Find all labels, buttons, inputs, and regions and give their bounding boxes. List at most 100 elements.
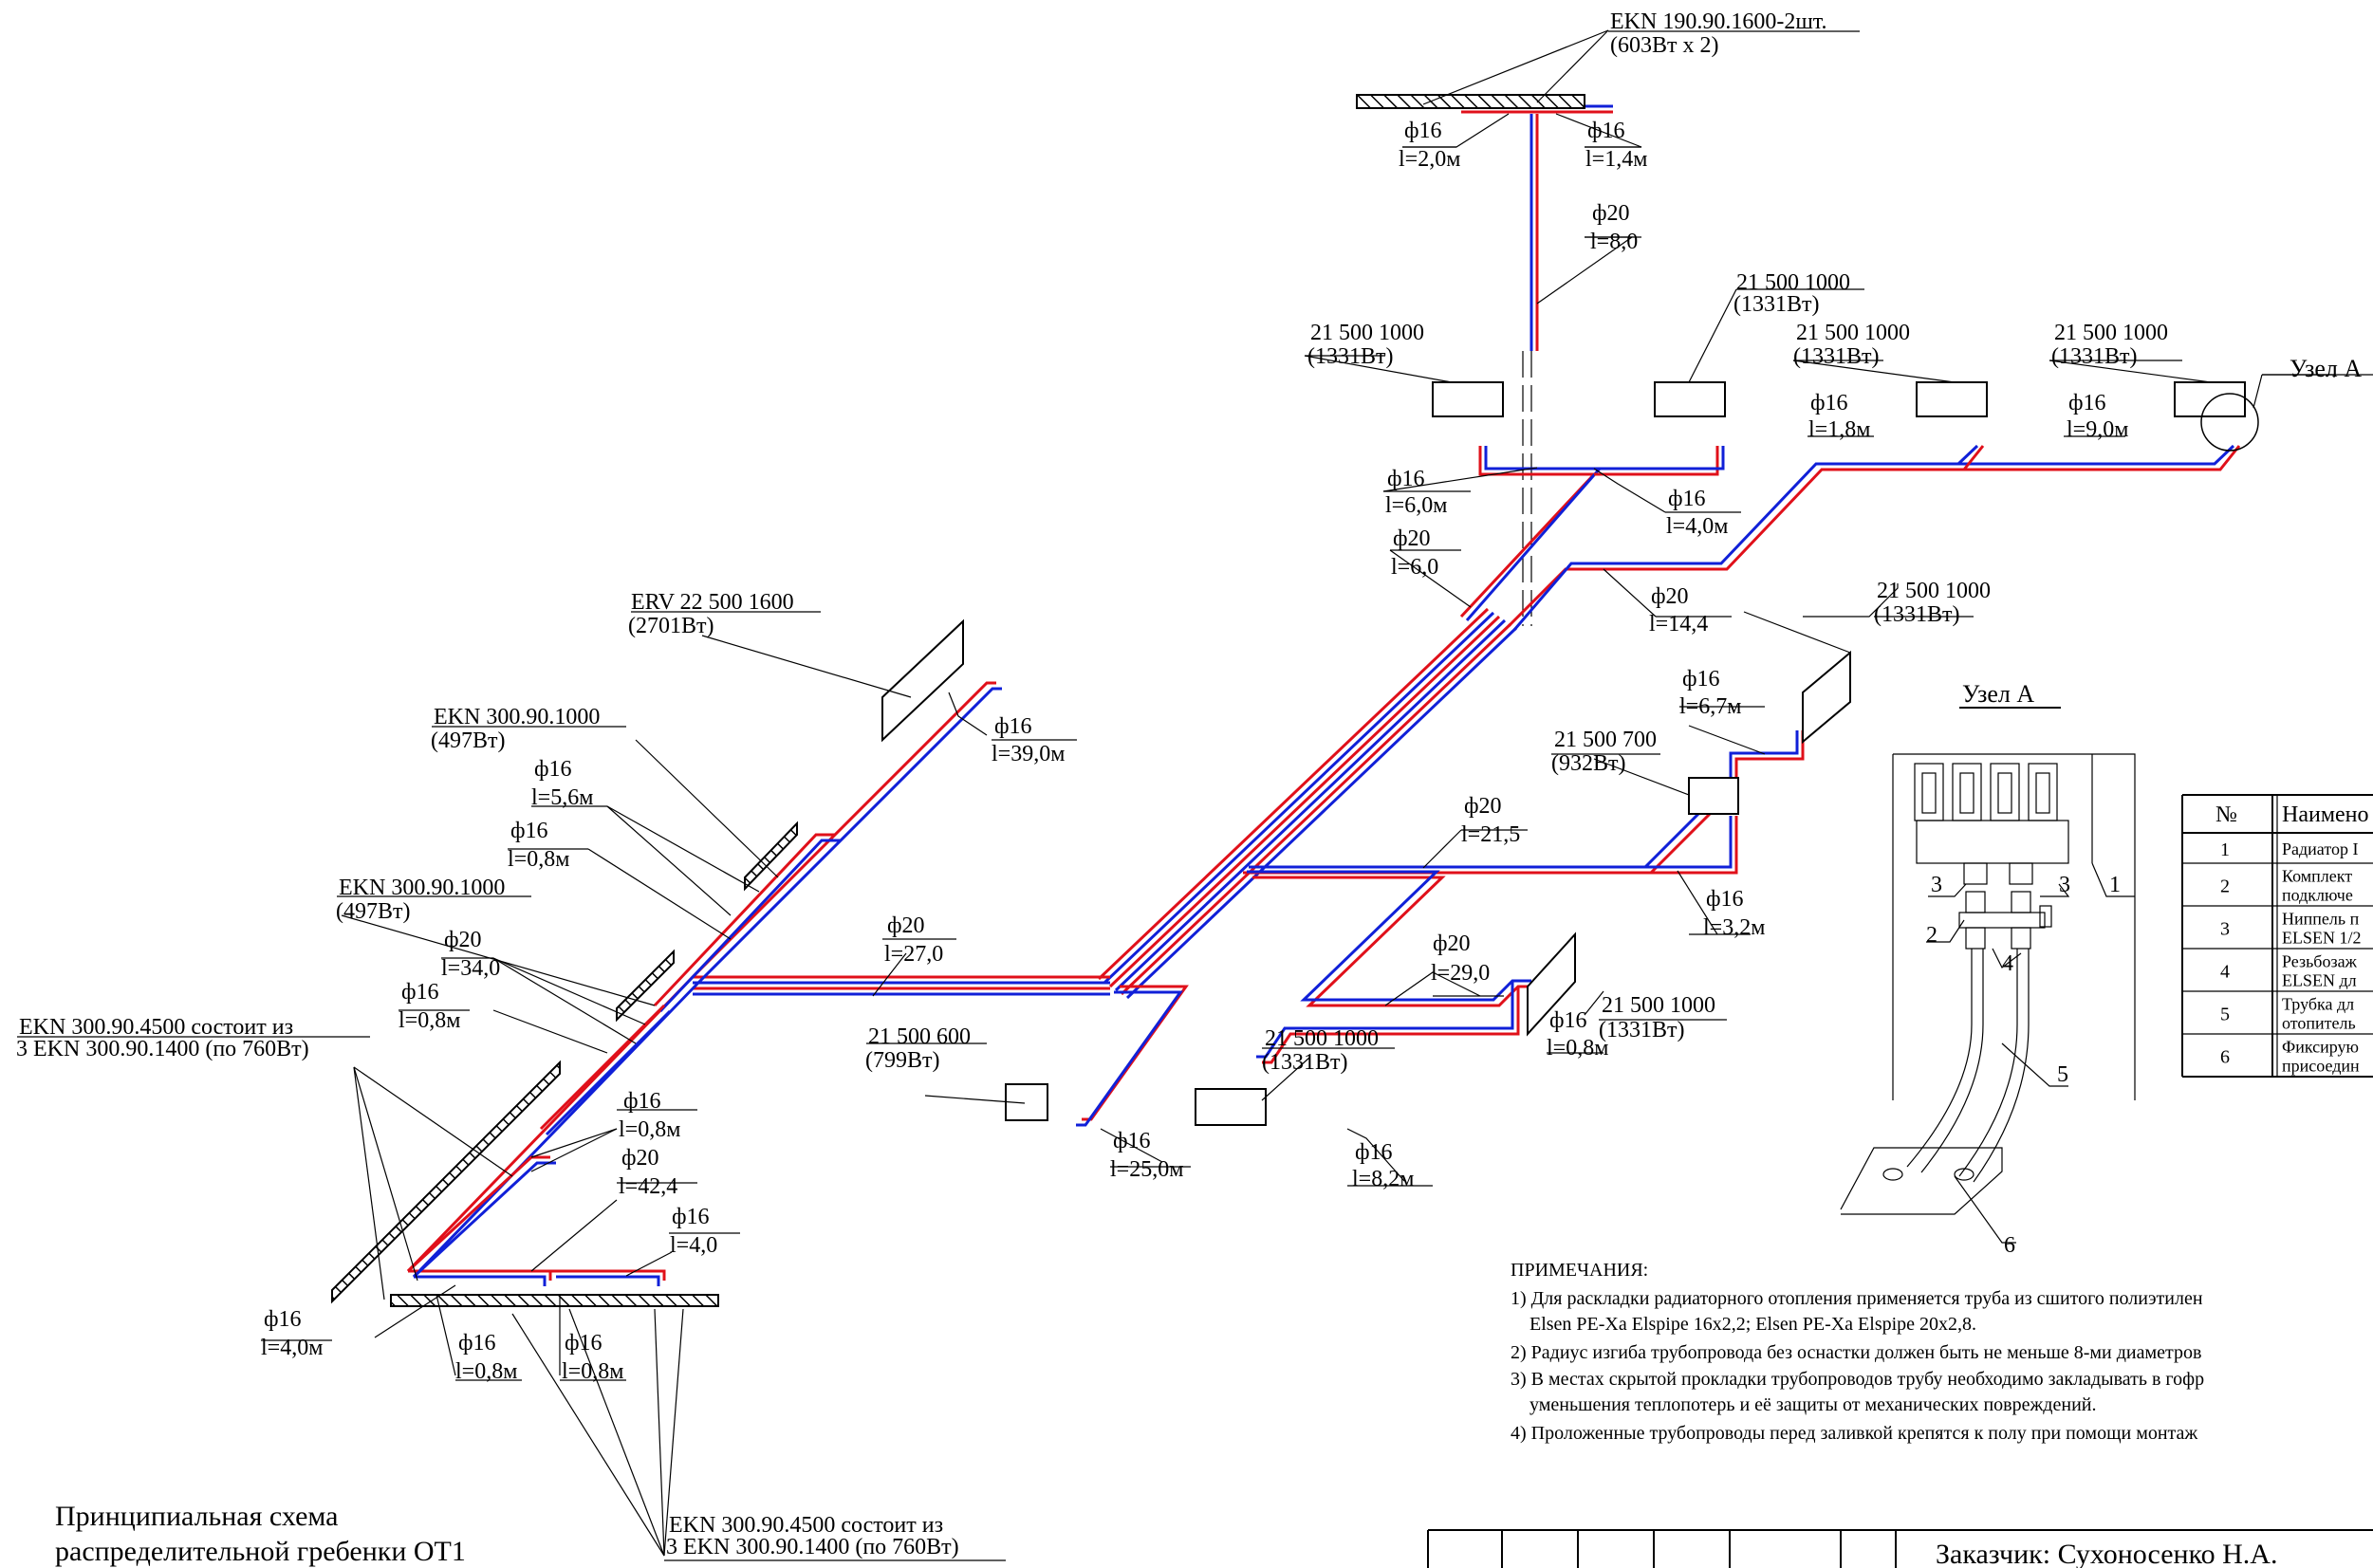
- pipe-label-d: ф20: [1393, 526, 1431, 551]
- note-1-cont: Elsen PE-Xa Elspipe 16x2,2; Elsen PE-Xa …: [1529, 1314, 1976, 1335]
- radiators: [331, 94, 2259, 1307]
- pipe-label-d: ф20: [1433, 932, 1471, 956]
- pipe-label-d: ф20: [1592, 201, 1630, 226]
- pipe-label-l: l=27,0: [884, 942, 943, 967]
- pipe-label-d: ф20: [444, 928, 482, 952]
- node-num: 3: [1931, 873, 1942, 897]
- pipe-label-l: l=8,2м: [1352, 1167, 1414, 1191]
- top-radiator-hatch: [1356, 94, 1585, 109]
- node-a-detail: Узел А: [1840, 680, 2136, 1258]
- pipe-label-d: ф16: [1682, 667, 1720, 692]
- spec-row-no: 2: [2220, 876, 2230, 897]
- scheme-title-line2: распределительной гребенки ОТ1: [55, 1536, 466, 1567]
- erv-power: (2701Вт): [628, 614, 714, 638]
- pipe-label-l: l=8,0: [1590, 230, 1638, 254]
- spec-row-name: Трубка дл: [2282, 995, 2354, 1014]
- rad9-model: 21 500 600: [868, 1024, 971, 1049]
- pipe-label-l: l=34,0: [441, 956, 500, 981]
- pipe-label-d: ф16: [565, 1331, 603, 1356]
- spec-row-name: Комплект: [2282, 867, 2352, 886]
- scheme-title-line1: Принципиальная схема: [55, 1501, 338, 1532]
- ekn4-line2: 3 EKN 300.90.1400 (по 760Вт): [666, 1535, 959, 1559]
- rad5-model: 21 500 1000: [1877, 579, 1991, 603]
- pipe-label-d: ф16: [1404, 119, 1442, 143]
- pipe-label-l: l=39,0м: [992, 742, 1065, 766]
- leader-lines: [341, 29, 2335, 1557]
- radiator-4: [2174, 381, 2246, 417]
- node-num: 4: [2002, 951, 2013, 976]
- spec-row-name-cont: отопитель: [2282, 1014, 2356, 1033]
- note-3-cont: уменьшения теплопотерь и её защиты от ме…: [1529, 1394, 2096, 1415]
- pipe-label-l: l=5,6м: [531, 785, 593, 810]
- pipe-label-d: ф16: [1549, 1008, 1587, 1033]
- rad9-power: (799Вт): [865, 1048, 939, 1073]
- spec-row-name: Фиксирую: [2282, 1038, 2359, 1057]
- ekn2-model: EKN 300.90.1000: [339, 876, 505, 900]
- node-num: 1: [2109, 873, 2121, 897]
- rad4-model: 21 500 1000: [2054, 321, 2168, 345]
- rad6-power: (932Вт): [1551, 751, 1625, 776]
- erv-radiator: [881, 618, 964, 743]
- pipe-label-d: ф16: [264, 1307, 302, 1332]
- ekn4-radiator-hatch: [390, 1294, 719, 1307]
- rad5-power: (1331Вт): [1874, 602, 1959, 627]
- left-trunk: [406, 681, 1002, 1279]
- pipe-label-l: l=6,0м: [1385, 493, 1447, 518]
- pipe-label-d: ф16: [534, 757, 572, 782]
- spec-row-no: 6: [2220, 1047, 2230, 1068]
- pipe-label-l: l=0,8м: [399, 1008, 460, 1033]
- label-underlines: [17, 30, 2373, 1561]
- top-radiator-power: (603Вт x 2): [1610, 33, 1718, 58]
- rad8-model: 21 500 1000: [1265, 1026, 1379, 1051]
- ekn2-power: (497Вт): [336, 899, 410, 924]
- spec-table: № Наимено: [2181, 794, 2373, 1078]
- spec-row-name-cont: подключе: [2282, 886, 2353, 905]
- radiator-7: [1527, 932, 1576, 1037]
- ekn3-radiator: [331, 1060, 561, 1304]
- stamp-customer: Заказчик: Сухоносенко Н.А.: [1936, 1539, 2277, 1568]
- node-num: 6: [2004, 1233, 2015, 1258]
- pipe-label-d: ф16: [401, 980, 439, 1005]
- pipe-label-l: l=21,5: [1461, 822, 1520, 847]
- node-a-marker: [2200, 393, 2259, 452]
- ekn2-radiator: [616, 949, 675, 1023]
- pipe-label-l: l=0,8м: [1547, 1036, 1608, 1061]
- node-num: 3: [2059, 873, 2070, 897]
- pipe-label-d: ф16: [1387, 467, 1425, 491]
- spec-row-name: Резьбозаж: [2282, 952, 2358, 971]
- pipe-label-d: ф16: [1706, 887, 1744, 912]
- radiator-3: [1916, 381, 1988, 417]
- note-1: 1) Для раскладки радиаторного отопления …: [1511, 1288, 2203, 1309]
- ekn3-line2: 3 EKN 300.90.1400 (по 760Вт): [16, 1037, 309, 1061]
- pipe-label-l: l=42,4: [619, 1174, 677, 1199]
- pipe-label-d: ф16: [2068, 391, 2106, 415]
- pipe-label-d: ф16: [1355, 1140, 1393, 1165]
- ekn1-power: (497Вт): [431, 729, 505, 753]
- node-num: 2: [1926, 923, 1937, 948]
- pipe-label-d: ф16: [510, 819, 548, 843]
- horizontal-main: [693, 975, 1189, 1127]
- spec-row-name: Ниппель п: [2282, 910, 2360, 929]
- pipe-label-d: ф16: [1810, 391, 1848, 415]
- spec-row-name-cont: присоедин: [2282, 1057, 2360, 1076]
- scheme-title: Принципиальная схема распределительной г…: [55, 1501, 466, 1567]
- pipe-label-l: l=0,8м: [619, 1117, 680, 1142]
- upper-branch-left: [1459, 446, 1725, 621]
- pipe-label-l: l=2,0м: [1399, 147, 1460, 172]
- node-a-leaders: [1926, 862, 2135, 1244]
- rad7-power: (1331Вт): [1599, 1018, 1684, 1042]
- middle-branch: [1243, 730, 1805, 875]
- rad4-power: (1331Вт): [2051, 344, 2137, 369]
- diagram-labels: EKN 190.90.1600-2шт. (603Вт x 2) ф16 l=2…: [16, 9, 2362, 1559]
- radiator-5: [1802, 650, 1851, 745]
- top-radiator-model: EKN 190.90.1600-2шт.: [1610, 9, 1826, 34]
- node-a-numbers: 1 2 3 3 4 5 6: [1926, 873, 2121, 1258]
- pipe-label-l: l=0,8м: [508, 847, 569, 872]
- pipe-label-l: l=6,7м: [1679, 694, 1741, 719]
- rad1-power: (1331Вт): [1307, 344, 1393, 369]
- pipe-label-l: l=29,0: [1431, 961, 1490, 986]
- pipe-network: [406, 104, 2241, 1286]
- pipe-label-d: ф16: [994, 714, 1032, 739]
- title-block: Заказчик: Сухоносенко Н.А.: [1427, 1529, 2373, 1568]
